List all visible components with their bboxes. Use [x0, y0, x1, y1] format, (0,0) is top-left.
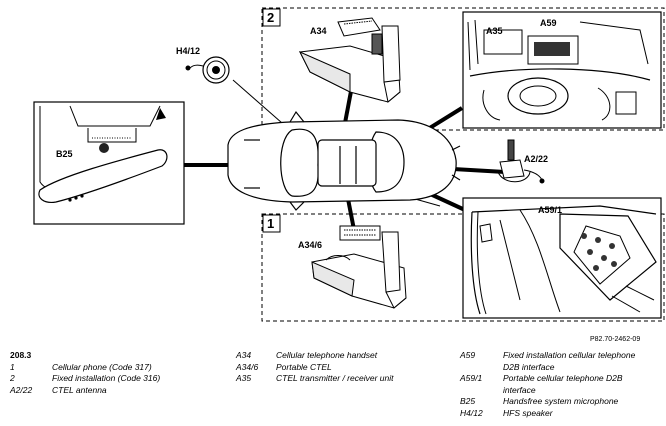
legend-item: A59 Fixed installation cellular telephon…: [460, 350, 653, 373]
legend-desc: Portable CTEL: [276, 361, 332, 372]
legend-item: 1 Cellular phone (Code 317): [10, 362, 160, 374]
car-top-view: [227, 110, 461, 211]
legend-item: A34/6 Portable CTEL: [236, 362, 393, 374]
portable-ctel-a34-6-drawing: [311, 225, 407, 309]
legend-desc: CTEL antenna: [52, 384, 107, 395]
box-1-cellular-phone: 1: [261, 213, 665, 322]
legend-code: A34: [236, 350, 252, 360]
legend-item: 2 Fixed installation (Code 316): [10, 373, 160, 385]
legend-desc: Handsfree system microphone: [503, 396, 619, 406]
legend-item: A59/1 Portable cellular telephone D2B in…: [460, 373, 653, 396]
label-a2-22: A2/22: [524, 154, 548, 164]
legend-code: A2/22: [10, 384, 33, 395]
legend-column-2: A34 Cellular telephone handset A34/6 Por…: [236, 350, 393, 385]
legend-desc: Fixed installation cellular telephone D2…: [503, 350, 636, 372]
legend-item: A35 CTEL transmitter / receiver unit: [236, 373, 393, 385]
handset-a34-drawing: [298, 17, 401, 103]
label-a59-1: A59/1: [538, 205, 562, 215]
box-2-number: 2: [267, 10, 274, 25]
legend-item: H4/12 HFS speaker: [460, 408, 653, 420]
legend-code: A59: [460, 350, 476, 360]
legend-desc: Portable cellular telephone D2B interfac…: [503, 373, 623, 395]
box-1-number: 1: [267, 216, 274, 231]
legend-code: B25: [460, 396, 476, 406]
section-number: 208.3: [10, 350, 32, 360]
legend-desc: Cellular phone (Code 317): [52, 361, 152, 372]
legend-item: A2/22 CTEL antenna: [10, 385, 160, 397]
legend-column-1: 208.3 1 Cellular phone (Code 317) 2 Fixe…: [10, 350, 160, 396]
label-a34: A34: [310, 26, 327, 36]
antenna-a2-22-icon: [497, 139, 545, 184]
figure-reference: P82.70-2462-09: [590, 336, 641, 343]
microphone-b25-inset: [33, 101, 185, 225]
legend-column-3: A59 Fixed installation cellular telephon…: [460, 350, 653, 419]
interface-a59-1-inset: [462, 197, 662, 319]
legend-desc: HFS speaker: [503, 407, 553, 418]
label-b25: B25: [56, 149, 73, 159]
legend-item: B25 Handsfree system microphone: [460, 396, 653, 408]
trunk-a35-a59-inset: [462, 11, 662, 129]
box-2-fixed-installation: 2: [261, 7, 665, 131]
legend-desc: CTEL transmitter / receiver unit: [276, 373, 394, 383]
label-a35: A35: [486, 26, 503, 36]
legend-code: A34/6: [236, 361, 259, 372]
legend-code: A35: [236, 373, 252, 383]
legend-desc: Fixed installation (Code 316): [52, 373, 161, 383]
legend-code: A59/1: [460, 373, 483, 383]
label-a34-6: A34/6: [298, 240, 322, 250]
legend-code: 1: [10, 361, 15, 372]
legend-code: 2: [10, 373, 15, 383]
label-h4-12: H4/12: [176, 46, 200, 56]
legend-code: H4/12: [460, 407, 483, 418]
legend-item: A34 Cellular telephone handset: [236, 350, 393, 362]
speaker-h4-12-icon: [185, 56, 230, 84]
legend-desc: Cellular telephone handset: [276, 350, 378, 360]
label-a59: A59: [540, 18, 557, 28]
